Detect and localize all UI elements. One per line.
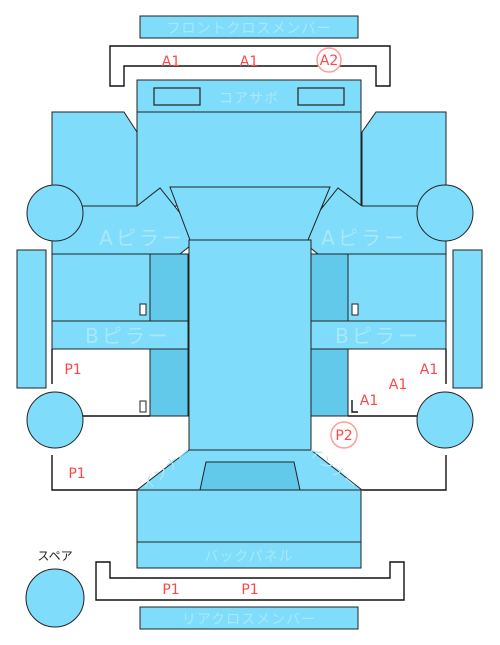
rear-door-right-handle [351,400,358,413]
front-door-right-handle [351,303,359,316]
rear-quarter-right-outline [362,349,447,491]
rear-cross-member[interactable] [139,606,359,630]
mark-right-a1-1[interactable]: A1 [420,362,438,378]
front-bumper-outline [109,45,391,87]
mark-left-p1-lower[interactable]: P1 [68,466,85,482]
mark-right-p2[interactable]: P2 [335,428,352,444]
rear-door-left-inner[interactable] [149,348,189,417]
mark-rear-p1-2[interactable]: P1 [241,582,258,598]
front-door-left-handle [139,303,147,316]
mark-rear-p1-1[interactable]: P1 [162,582,179,598]
mark-right-a1-3[interactable]: A1 [360,393,378,409]
front-door-right-inner [310,253,349,322]
back-panel[interactable] [136,541,362,569]
spare-label: スペア [37,549,72,563]
rear-glass [199,461,301,491]
mark-right-p2-circle [330,421,358,449]
trunk-lid[interactable] [136,489,362,543]
front-cross-member[interactable] [139,15,359,39]
mark-front-a1-2[interactable]: A1 [240,54,258,70]
wheel-front-right[interactable] [416,184,474,242]
back-panel-label: バックパネル [204,549,293,565]
rear-door-right-inner[interactable] [310,348,349,417]
headlight-right [297,87,345,106]
windshield[interactable] [169,186,331,241]
b-pillar-right[interactable] [310,320,447,350]
spare-tire[interactable] [25,568,85,628]
mark-front-a1-1[interactable]: A1 [162,54,180,70]
a-pillar-left-label: Aピラー [99,226,185,250]
front-door-right[interactable] [347,253,447,322]
front-door-left-inner [149,253,189,322]
mark-front-a2[interactable]: A2 [320,53,338,69]
radiator-support-label: コアサポ [219,91,279,107]
mark-left-p1-upper[interactable]: P1 [64,362,81,378]
a-pillar-right-label: Aピラー [321,226,407,250]
rear-bumper-outline [95,561,405,601]
wheel-rear-right[interactable] [416,391,474,449]
b-pillar-right-label: Bピラー [335,324,421,348]
side-step-right[interactable] [452,249,483,389]
front-door-left[interactable] [51,253,151,322]
side-step-left[interactable] [16,249,47,389]
b-pillar-left[interactable] [51,320,189,350]
rear-quarter-left-outline [51,349,137,491]
roof[interactable] [188,239,312,451]
wheel-rear-left[interactable] [26,391,84,449]
front-cross-member-label: フロントクロスメンバー [167,21,332,37]
wheel-front-left[interactable] [26,184,84,242]
b-pillar-left-label: Bピラー [85,324,171,348]
rear-cross-member-label: リアクロスメンバー [182,612,316,628]
rear-door-left-handle [139,400,147,413]
mark-right-a1-2[interactable]: A1 [389,377,407,393]
mark-front-a2-circle [316,47,342,73]
headlight-left [153,87,201,106]
